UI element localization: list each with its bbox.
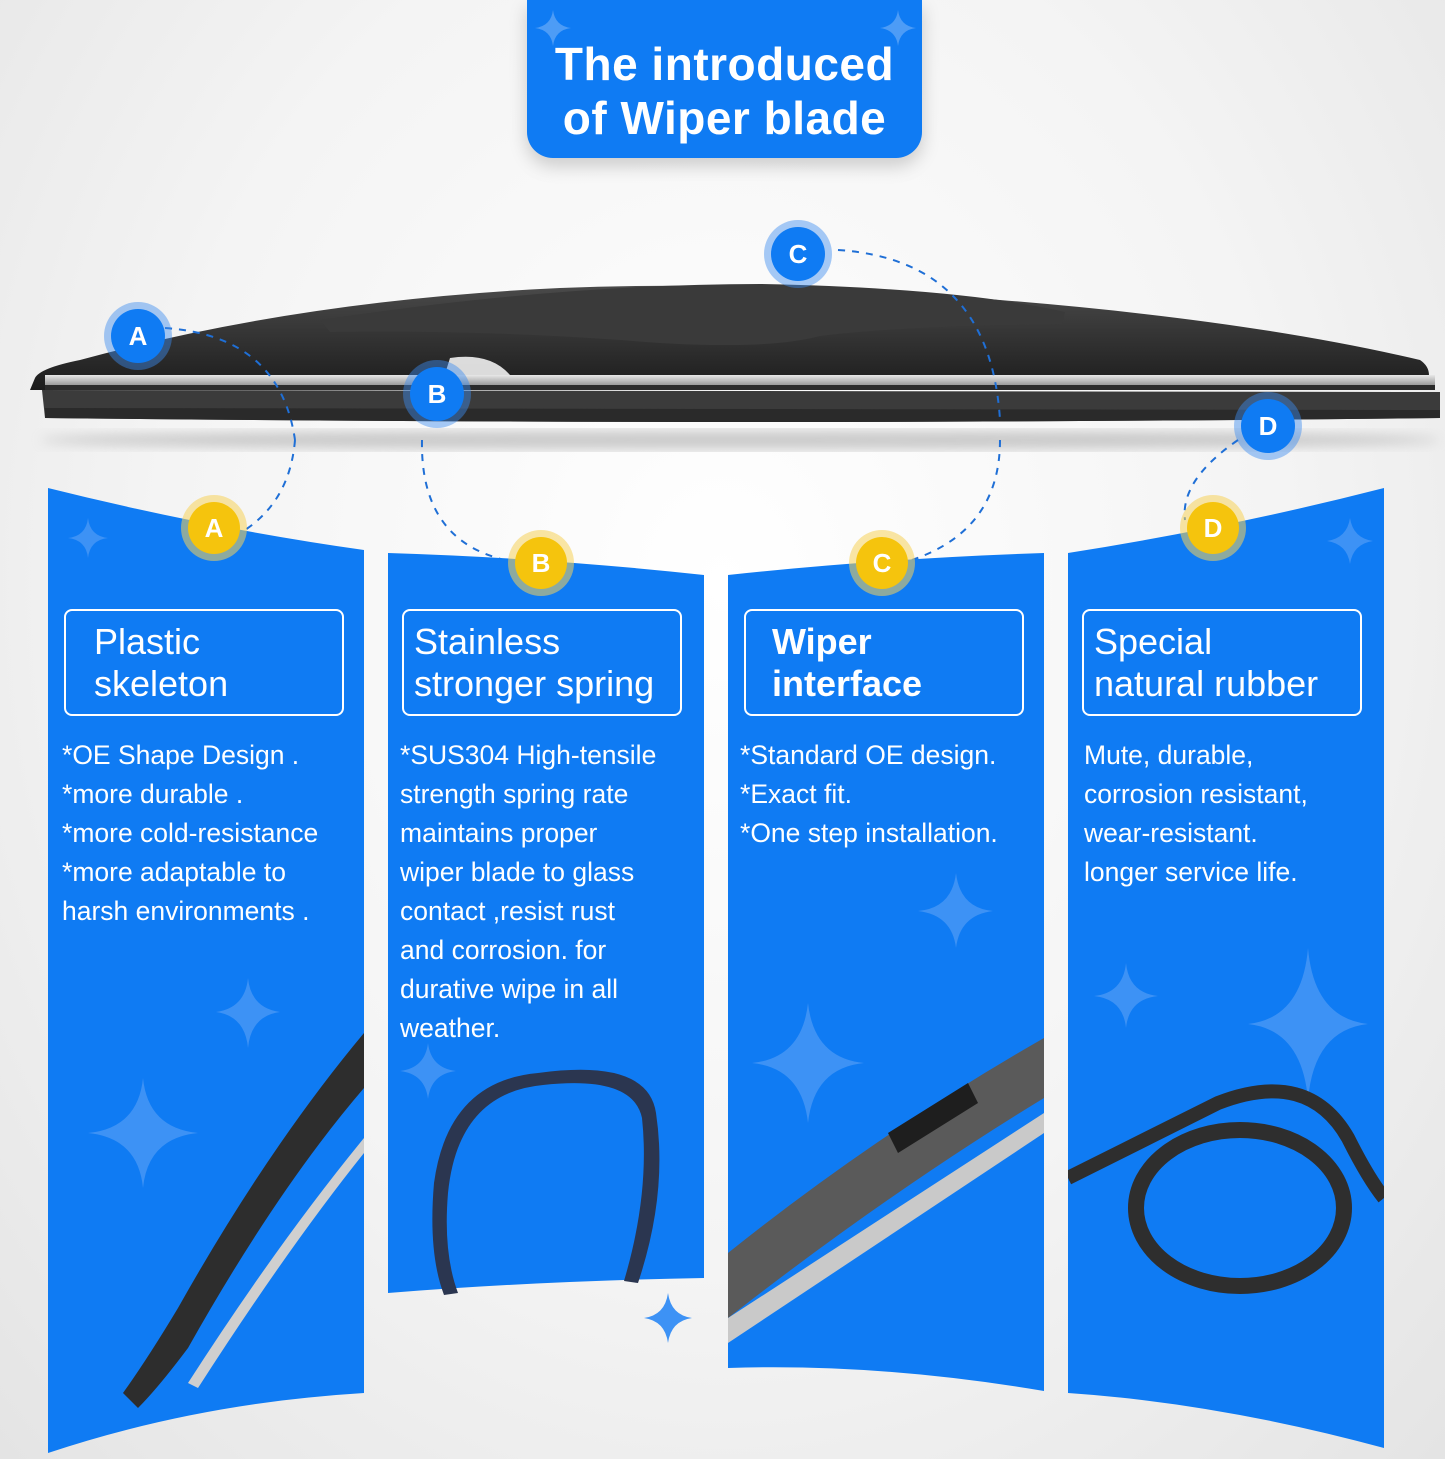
panel-description: *OE Shape Design . *more durable . *more… <box>62 740 319 926</box>
panel-heading-line2: stronger spring <box>414 663 655 704</box>
panel-description: *Standard OE design. *Exact fit. *One st… <box>740 740 998 848</box>
feature-panel-b: Stainless stronger spring *SUS304 High-t… <box>388 553 704 1393</box>
title-banner: The introduced of Wiper blade <box>527 0 922 158</box>
feature-panel-d: Special natural rubber Mute, durable, co… <box>1068 488 1384 1453</box>
panel-heading-box: Stainless stronger spring <box>402 609 682 716</box>
title-line-2: of Wiper blade <box>562 92 887 144</box>
panel-heading-box: Wiper interface <box>744 609 1024 716</box>
panel-heading-line2: natural rubber <box>1094 663 1319 704</box>
wiper-blade-image <box>0 240 1445 460</box>
sparkle-icon <box>880 10 916 46</box>
panel-background <box>48 488 364 1453</box>
panel-marker-a[interactable]: A <box>188 502 240 554</box>
panel-heading-line2: interface <box>772 663 923 704</box>
panel-heading-line1: Plastic <box>94 621 201 662</box>
blade-marker-b[interactable]: B <box>410 367 464 421</box>
feature-panel-a: Plastic skeleton *OE Shape Design . *mor… <box>48 488 364 1453</box>
panel-marker-d[interactable]: D <box>1187 502 1239 554</box>
panel-heading-box: Special natural rubber <box>1082 609 1362 716</box>
panel-description: Mute, durable, corrosion resistant, wear… <box>1084 740 1308 887</box>
panel-background <box>1068 488 1384 1448</box>
panel-marker-c[interactable]: C <box>856 537 908 589</box>
panel-background <box>728 553 1044 1391</box>
panel-background <box>388 553 704 1343</box>
panel-heading-box: Plastic skeleton <box>64 609 344 716</box>
panel-description: *SUS304 High-tensile strength spring rat… <box>400 740 657 1043</box>
panel-heading-line1: Special <box>1094 621 1213 662</box>
blade-marker-c[interactable]: C <box>771 227 825 281</box>
blade-marker-a[interactable]: A <box>111 309 165 363</box>
panel-heading-line1: Wiper <box>772 621 872 662</box>
panel-heading-line2: skeleton <box>94 663 229 704</box>
sparkle-icon <box>535 10 571 46</box>
title-line-1: The introduced <box>554 38 895 90</box>
panel-heading-line1: Stainless <box>414 621 561 662</box>
connector-lines <box>244 439 1239 561</box>
blade-marker-d[interactable]: D <box>1241 399 1295 453</box>
panel-marker-b[interactable]: B <box>515 537 567 589</box>
feature-panel-c: Wiper interface *Standard OE design. *Ex… <box>728 553 1044 1393</box>
